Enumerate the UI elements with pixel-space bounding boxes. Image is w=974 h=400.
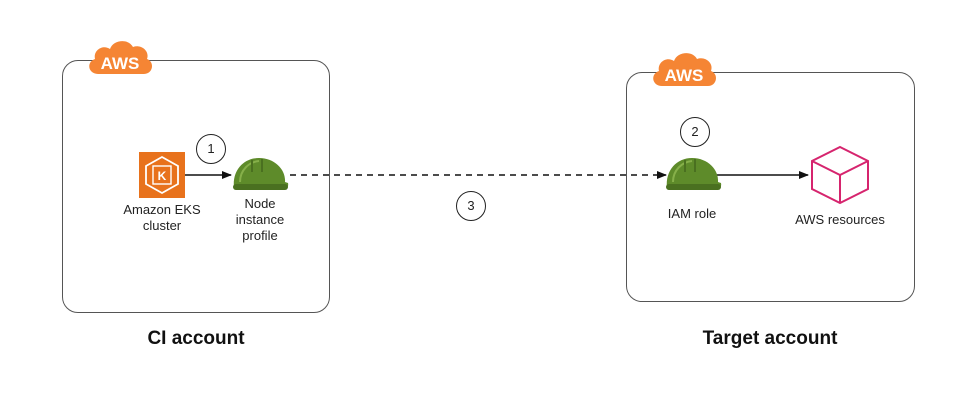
resource-cube-icon — [811, 145, 869, 205]
helmet-icon — [233, 158, 289, 190]
aws-cloud-label: AWS — [665, 66, 704, 85]
ci-account-title: CI account — [147, 328, 245, 349]
eks-icon: K — [139, 152, 185, 198]
aws-cloud-icon: AWS — [84, 36, 156, 78]
aws-resources-label: AWS resources — [795, 212, 885, 227]
node-instance-profile-label: Node instance profile — [235, 196, 285, 243]
svg-text:K: K — [158, 169, 167, 183]
step-1-badge: 1 — [196, 134, 226, 164]
helmet-icon — [666, 158, 722, 190]
step-3-badge: 3 — [456, 191, 486, 221]
aws-cloud-icon: AWS — [648, 48, 720, 90]
aws-cloud-label: AWS — [101, 54, 140, 73]
target-account-title: Target account — [702, 328, 838, 349]
eks-cluster-label: Amazon EKS cluster — [123, 202, 201, 233]
step-2-badge: 2 — [680, 117, 710, 147]
iam-role-label: IAM role — [667, 206, 717, 221]
